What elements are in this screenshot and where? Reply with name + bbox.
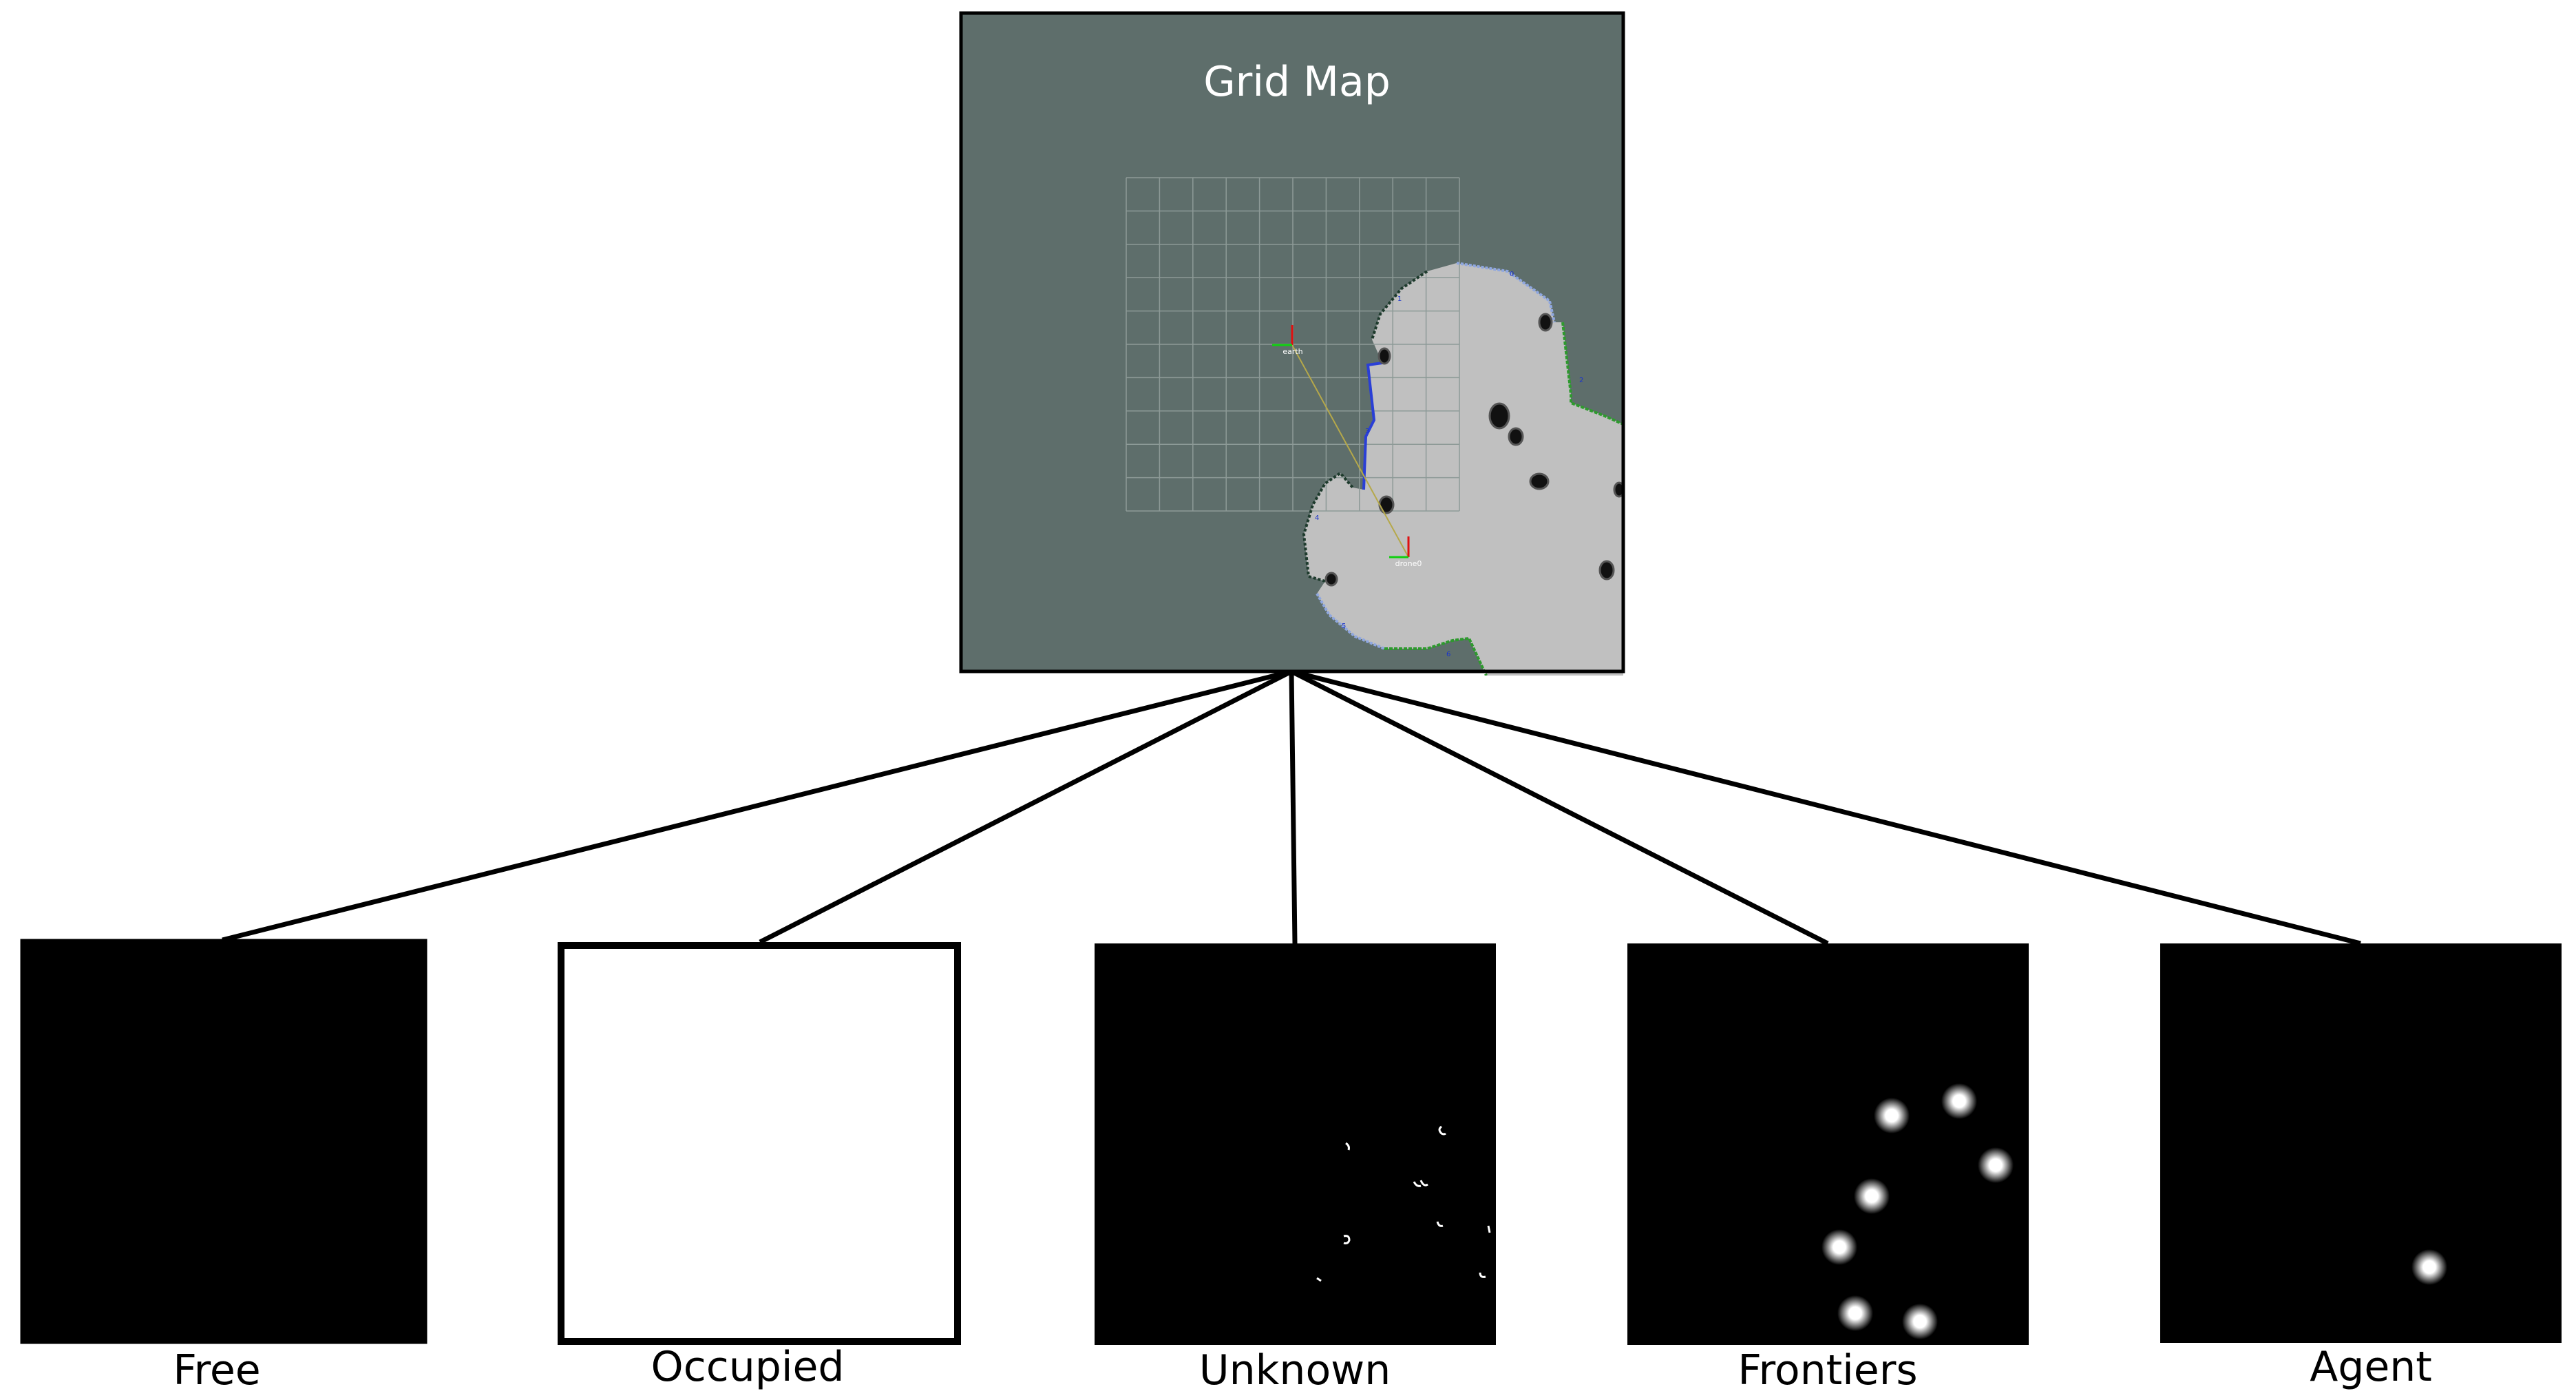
frontier-boundary-blue bbox=[1362, 362, 1383, 490]
frontiers-channel-panel bbox=[1627, 943, 2029, 1345]
path-line bbox=[1291, 344, 1409, 558]
connectors bbox=[222, 669, 2361, 946]
unknown-channel-panel bbox=[1095, 943, 1496, 1345]
drone-frame-label: drone0 bbox=[1395, 559, 1422, 568]
connector-agent bbox=[1291, 669, 2361, 946]
frontier-id: 5 bbox=[1342, 623, 1346, 630]
agent-label: Agent bbox=[2310, 1343, 2432, 1391]
frontier-blob bbox=[1837, 1295, 1873, 1331]
unknown-label: Unknown bbox=[1199, 1346, 1391, 1394]
frontier-id: 1 bbox=[1397, 295, 1402, 303]
connector-frontiers bbox=[1290, 669, 1829, 946]
agent-channel-panel bbox=[2160, 943, 2562, 1343]
earth-frame-label: earth bbox=[1282, 347, 1302, 356]
grid-map-panel: earth drone0 0 1 2 3 4 5 6 Grid Map bbox=[959, 11, 1625, 676]
unknown-cells bbox=[1316, 1125, 1491, 1282]
connector-occupied bbox=[759, 669, 1293, 945]
drone-frame-axes: drone0 bbox=[1389, 536, 1422, 568]
frontier-boundary-green bbox=[1384, 322, 1623, 676]
frontier-blob bbox=[1941, 1083, 1977, 1119]
frontier-ids: 0 1 2 3 4 5 6 bbox=[1315, 271, 1583, 658]
frontier-blob bbox=[1978, 1147, 2014, 1183]
free-channel-panel bbox=[20, 939, 427, 1344]
frontier-id: 6 bbox=[1446, 651, 1450, 658]
connector-free bbox=[222, 669, 1292, 943]
occupied-channel-panel bbox=[558, 942, 961, 1345]
frontier-blob bbox=[1902, 1304, 1938, 1339]
free-label: Free bbox=[173, 1346, 260, 1394]
frontier-boundary-light bbox=[1316, 262, 1556, 650]
frontier-id: 4 bbox=[1315, 514, 1319, 522]
occupied-label: Occupied bbox=[651, 1343, 845, 1391]
earth-frame-axes: earth bbox=[1272, 325, 1303, 356]
frontier-blob bbox=[1874, 1098, 1910, 1133]
frontier-id: 2 bbox=[1579, 377, 1583, 384]
connector-unknown bbox=[1289, 671, 1298, 944]
frontier-id: 3 bbox=[1365, 428, 1369, 435]
frontier-boundary-dark bbox=[1302, 270, 1428, 583]
frontier-blob bbox=[1822, 1229, 1857, 1265]
frontier-id: 0 bbox=[1510, 271, 1514, 278]
frontier-blob bbox=[1854, 1178, 1890, 1214]
agent-blob bbox=[2411, 1249, 2447, 1285]
grid-map-title: Grid Map bbox=[1203, 58, 1391, 106]
frontiers-label: Frontiers bbox=[1738, 1346, 1917, 1394]
